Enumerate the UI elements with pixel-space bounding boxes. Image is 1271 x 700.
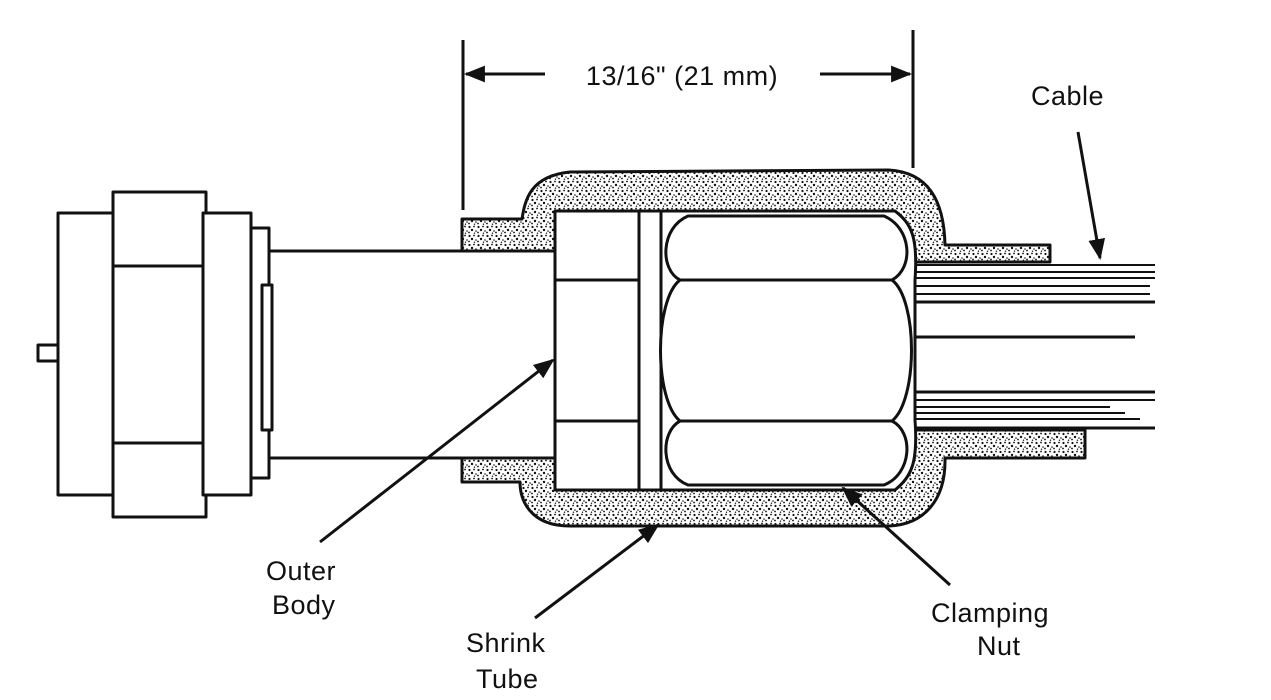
dimension-marker: 13/16" (21 mm) (461, 30, 915, 210)
clamping-nut-label-line2: Nut (977, 631, 1021, 661)
outer-body-leader (319, 358, 555, 544)
shrink-tube-label-line1: Shrink (466, 628, 546, 658)
outer-body-ridge (260, 283, 274, 432)
clamping-nut-leader (841, 486, 952, 587)
cable-leader (1076, 131, 1106, 261)
clamping-nut-label-line1: Clamping (931, 598, 1049, 628)
cable (915, 264, 1155, 430)
inner-nut (553, 209, 663, 492)
outer-body-label-line2: Body (272, 590, 336, 620)
outer-body-label-line1: Outer (266, 556, 336, 586)
shrink-tube-leader (534, 523, 660, 620)
dimension-label: 13/16" (21 mm) (586, 61, 778, 91)
coupling-nut (36, 190, 253, 519)
cable-label: Cable (1031, 81, 1104, 111)
outer-body (267, 249, 561, 460)
clamping-nut (659, 209, 918, 492)
shrink-tube-label-line2: Tube (476, 664, 539, 694)
